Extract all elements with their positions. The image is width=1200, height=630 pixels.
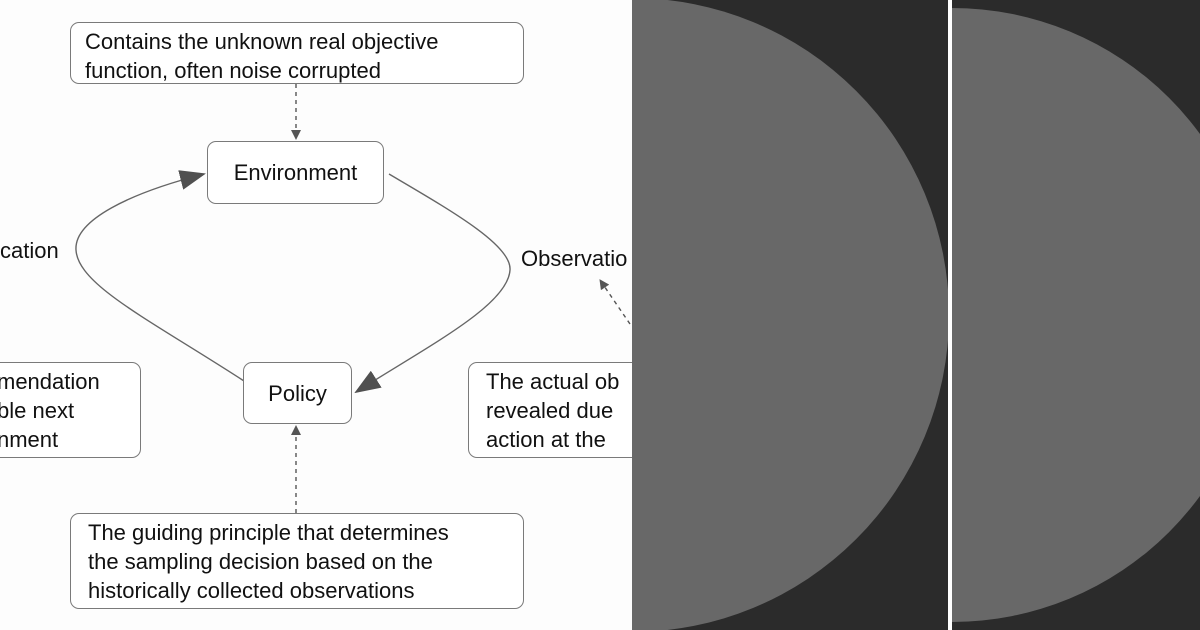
dark-panel-right — [952, 0, 1200, 630]
policy-description-note: The guiding principle that determines th… — [70, 513, 524, 609]
note-line: nment — [0, 427, 59, 452]
note-line: ble next — [0, 398, 75, 423]
note-line: function, often noise corrupted — [85, 58, 381, 83]
half-circle-left — [632, 0, 948, 630]
note-line: The actual ob — [486, 369, 620, 394]
half-circle-right — [952, 8, 1200, 622]
dark-panel-left — [632, 0, 948, 630]
environment-description-note: Contains the unknown real objective func… — [70, 22, 524, 84]
bayesian-optimization-loop-diagram: Contains the unknown real objective func… — [0, 22, 632, 609]
curve-environment-to-policy — [354, 173, 511, 394]
right-edge-label: Observatio — [521, 246, 628, 271]
policy-label: Policy — [268, 380, 327, 406]
observation-description-note: The actual ob revealed due action at the — [468, 362, 632, 458]
dashed-arrow-note-to-observation — [599, 279, 631, 325]
environment-node: Environment — [207, 141, 384, 204]
note-line: Contains the unknown real objective — [85, 29, 439, 54]
note-line: action at the — [486, 427, 606, 452]
diagram-connectors — [75, 84, 631, 513]
left-description-note: mendation ble next nment — [0, 362, 141, 458]
note-line: The guiding principle that determines — [88, 520, 449, 545]
note-line: mendation — [0, 369, 100, 394]
left-edge-label: cation — [0, 238, 59, 263]
panel-divider — [948, 0, 952, 630]
curve-policy-to-environment — [75, 170, 245, 382]
note-line: historically collected observations — [88, 578, 415, 603]
note-line: revealed due — [486, 398, 614, 423]
policy-node: Policy — [243, 362, 352, 424]
environment-label: Environment — [233, 160, 358, 185]
note-line: the sampling decision based on the — [88, 549, 433, 574]
